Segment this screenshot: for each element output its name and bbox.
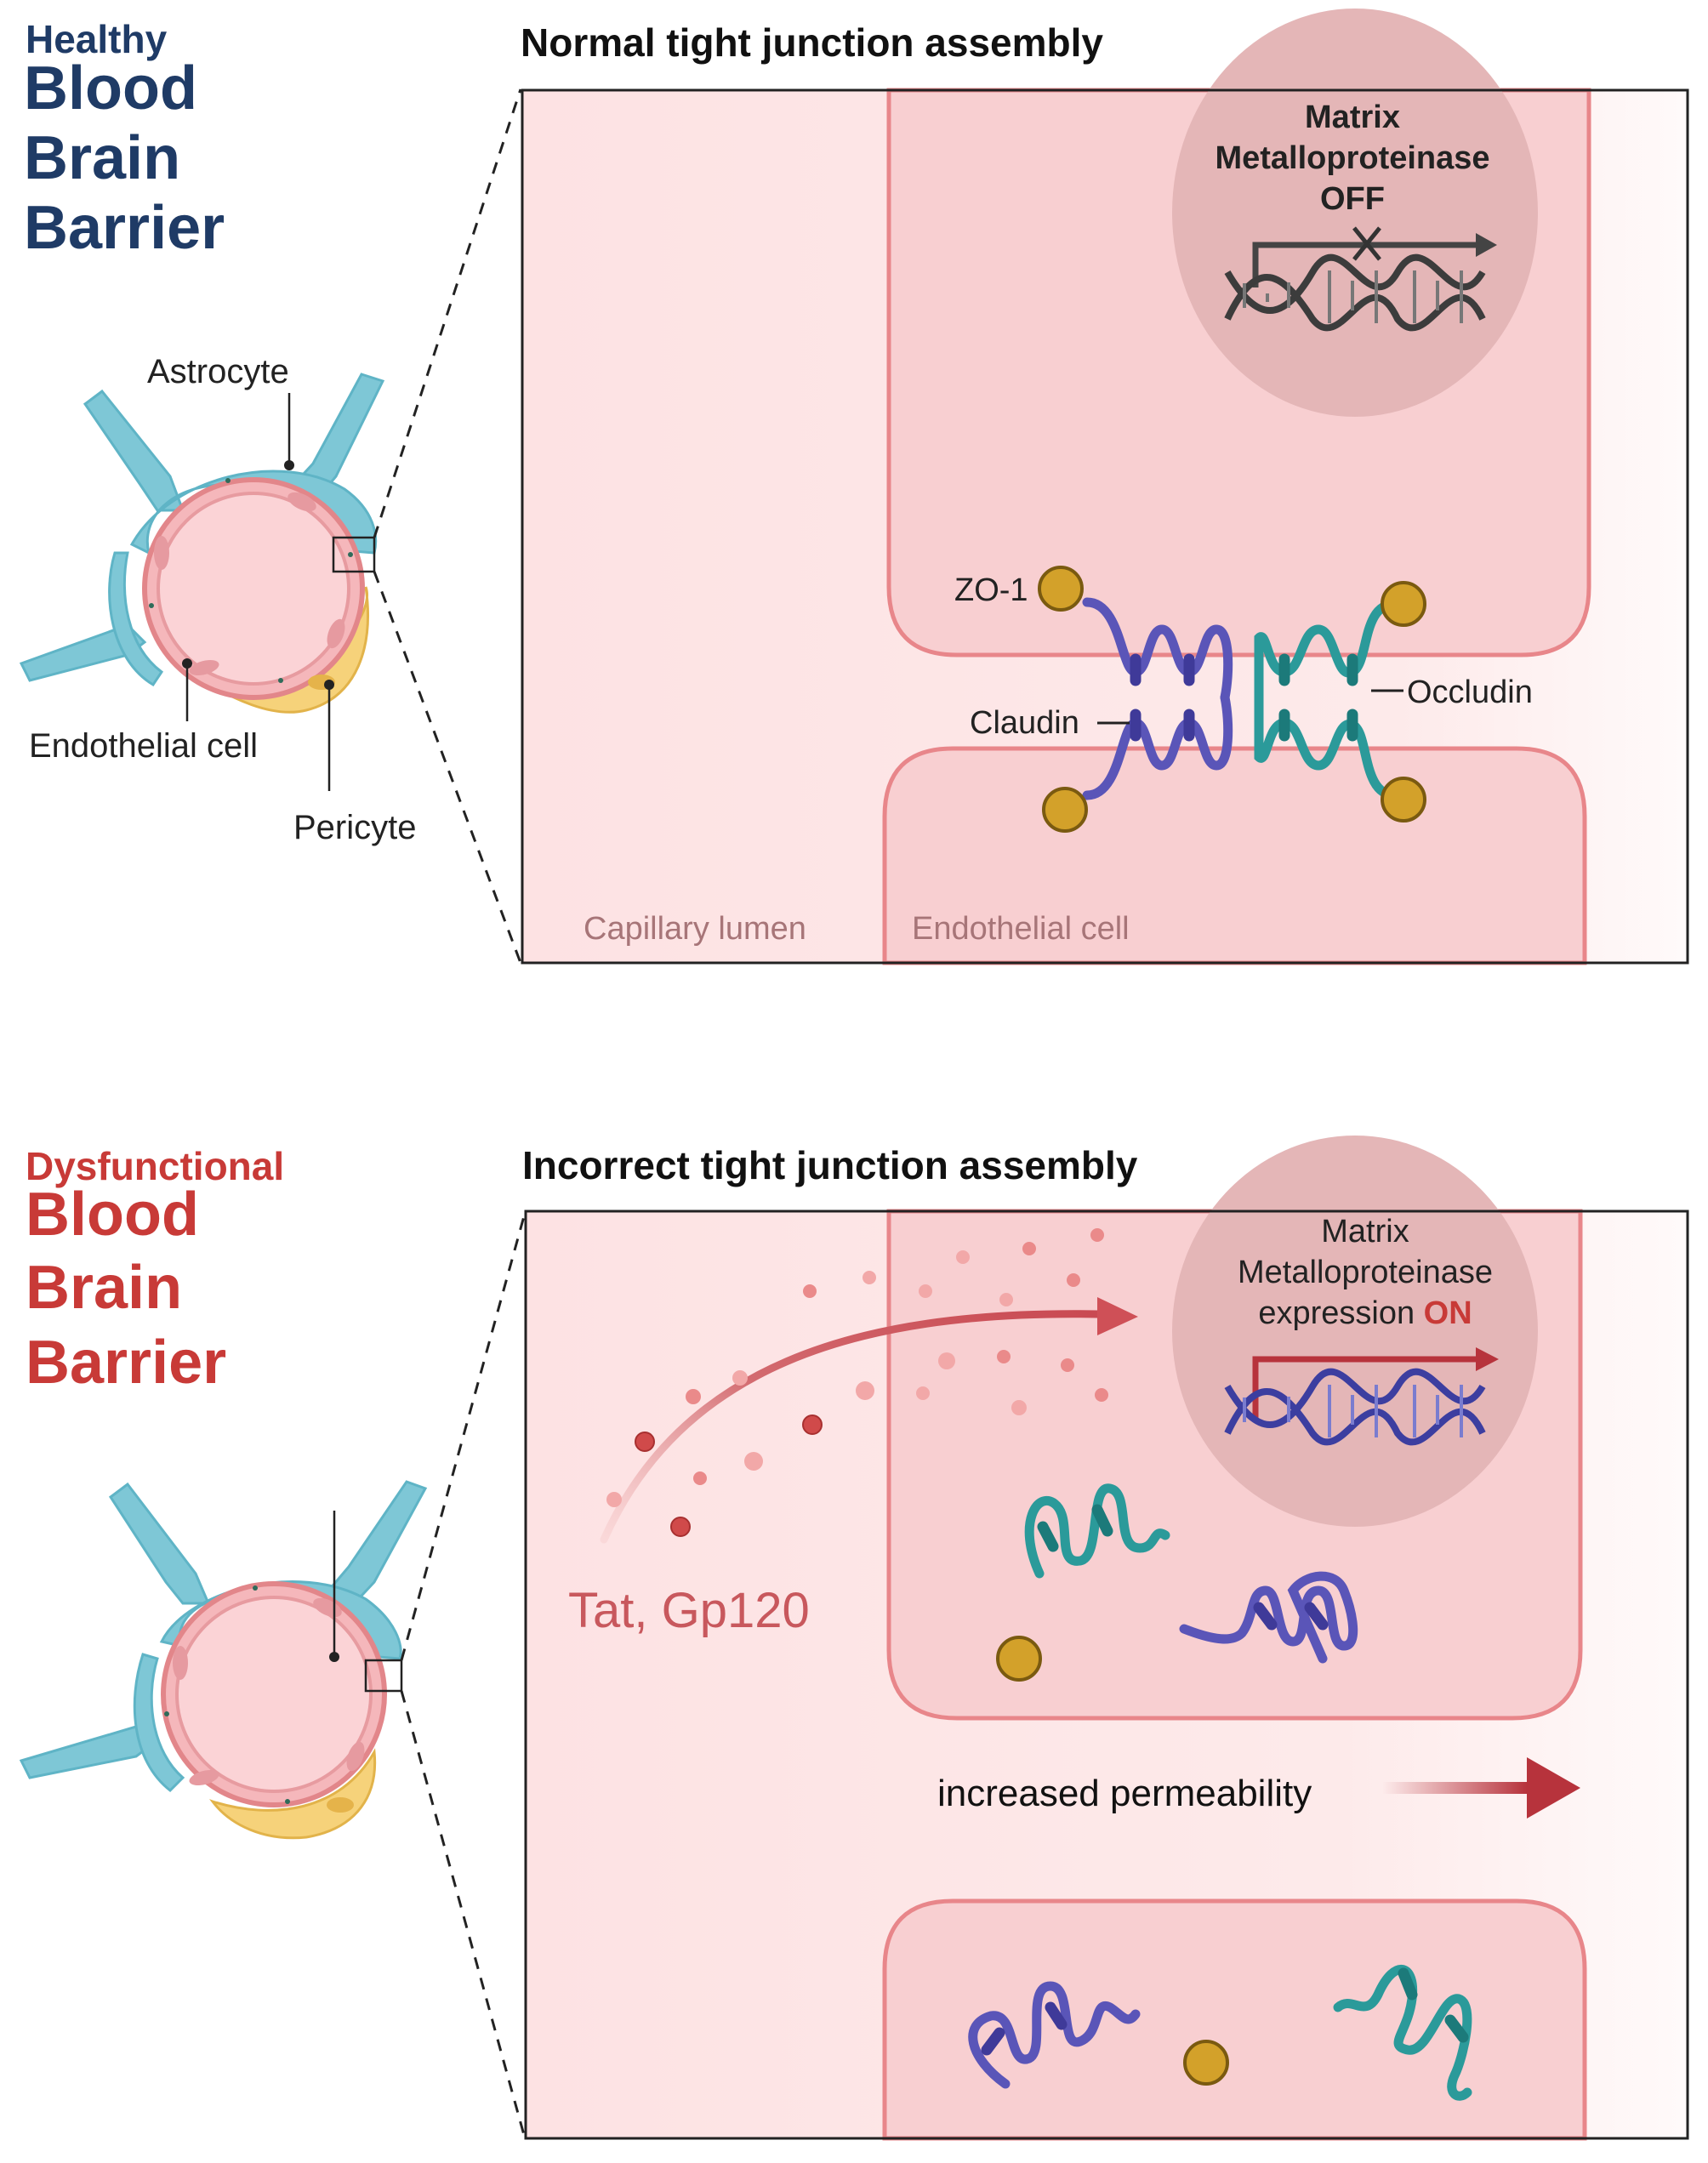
occludin-upper <box>1254 599 1400 703</box>
claudin-upper <box>1082 597 1233 703</box>
zo1-protein <box>1381 581 1426 627</box>
healthy-panel: Matrix Metalloproteinase OFF <box>521 9 1689 965</box>
zo1-protein <box>1038 566 1084 612</box>
tat-entry-arrow <box>600 1310 1102 1544</box>
claudin-free <box>1179 1571 1358 1664</box>
endothelial-nucleus <box>327 618 345 649</box>
pericyte-label: Pericyte <box>293 809 417 846</box>
tat-gp120-particles <box>606 1228 1108 1537</box>
mmp-line2: Metalloproteinase <box>1238 1255 1493 1290</box>
dysfunctional-title-line1: Blood <box>26 1181 199 1249</box>
zoom-line <box>373 571 522 964</box>
occludin-lower <box>1254 692 1400 800</box>
gene-arrow-off <box>1252 226 1497 287</box>
mmp-state-off: OFF <box>1320 181 1385 217</box>
dysfunctional-title-block: Dysfunctional Blood Brain Barrier <box>26 1144 284 1397</box>
endothelial-nucleus <box>154 536 169 570</box>
occludin-free <box>1024 1483 1170 1579</box>
zo1-protein <box>1381 777 1426 823</box>
tat-entry-arrowhead <box>1097 1297 1138 1335</box>
dysfunctional-kicker: Dysfunctional <box>26 1144 284 1188</box>
healthy-title-line2: Brain <box>24 124 180 192</box>
gene-arrow-on <box>1252 1347 1499 1422</box>
zo1-label: ZO-1 <box>954 572 1028 608</box>
panel-border <box>524 1210 1689 2140</box>
zoom-box <box>332 536 376 573</box>
dna-helix <box>1224 1368 1486 1446</box>
permeability-arrow-shaft <box>1382 1782 1527 1794</box>
occludin-label: Occludin <box>1407 675 1533 710</box>
claudin-label: Claudin <box>970 705 1079 741</box>
nucleus <box>1172 9 1538 417</box>
healthy-title-line3: Barrier <box>24 194 225 262</box>
claudin-free-lower <box>968 1981 1141 2089</box>
increased-permeability-label: increased permeability <box>937 1773 1312 1814</box>
dysfunctional-title-line2: Brain <box>26 1254 182 1322</box>
astrocyte-process <box>83 389 185 512</box>
zoom-line <box>400 1690 526 2136</box>
dysfunctional-vessel <box>19 1480 428 1840</box>
healthy-title-line1: Blood <box>24 54 197 122</box>
healthy-title-block: Healthy Blood Brain Barrier <box>24 17 225 262</box>
mmp-line1: Matrix <box>1321 1214 1409 1249</box>
astrocyte-label: Astrocyte <box>147 353 289 390</box>
mmp-line1: Matrix <box>1305 100 1400 135</box>
healthy-panel-title: Normal tight junction assembly <box>521 20 1103 65</box>
permeability-arrowhead <box>1527 1757 1580 1819</box>
zo1-protein <box>996 1636 1042 1682</box>
mmp-line3: expression ON <box>1258 1295 1472 1331</box>
zoom-line <box>373 88 522 538</box>
vessel-lumen <box>157 492 350 686</box>
healthy-vessel: Astrocyte Endothelial cell Pericyte <box>19 353 417 846</box>
endothelial-cell-lower <box>882 1898 1587 2141</box>
mmp-state-on: ON <box>1424 1295 1472 1331</box>
mmp-expression-text: expression <box>1258 1295 1423 1331</box>
endothelial-cell-label: Endothelial cell <box>29 727 258 765</box>
occludin-free-lower <box>1333 1965 1472 2101</box>
claudin-lower <box>1082 692 1233 800</box>
dysfunctional-panel-title: Incorrect tight junction assembly <box>522 1143 1138 1187</box>
nucleus <box>1172 1136 1538 1527</box>
dysfunctional-title-line3: Barrier <box>26 1329 226 1397</box>
endothelial-cell-panel-label: Endothelial cell <box>912 911 1130 947</box>
tat-gp120-label: Tat, Gp120 <box>568 1583 810 1638</box>
mmp-line2: Metalloproteinase <box>1215 140 1489 176</box>
dysfunctional-panel: Matrix Metalloproteinase expression ON <box>524 1136 1689 2141</box>
endothelial-nucleus <box>288 492 316 512</box>
endothelial-nucleus <box>189 659 219 676</box>
dna-helix <box>1224 253 1486 332</box>
zoom-line <box>400 1215 526 1661</box>
healthy-kicker: Healthy <box>26 17 168 61</box>
capillary-lumen-label: Capillary lumen <box>584 911 806 947</box>
zo1-protein <box>1042 787 1088 833</box>
zo1-protein <box>1183 2040 1229 2086</box>
panel-border <box>521 88 1689 965</box>
astrocyte-endfeet <box>108 551 164 687</box>
astrocyte-endfeet <box>129 470 378 555</box>
